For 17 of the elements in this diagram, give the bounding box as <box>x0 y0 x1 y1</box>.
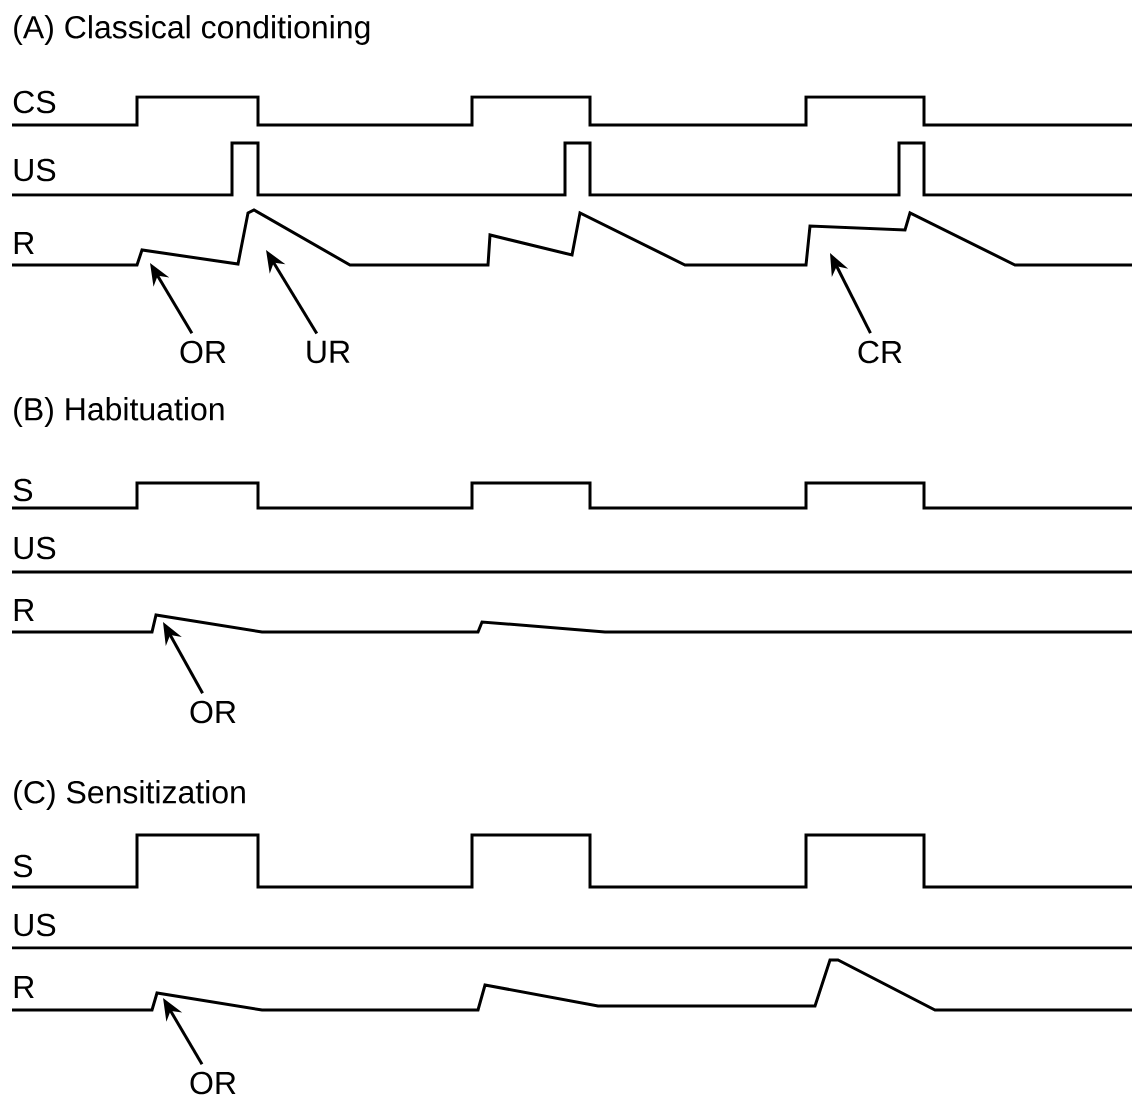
signal-label: R <box>14 232 34 254</box>
response-label: OR <box>180 340 226 364</box>
signal-label: CS <box>13 90 56 114</box>
response-label: CR <box>858 340 902 364</box>
panel-title: (C) Sensitization <box>14 780 245 810</box>
response-label: UR <box>307 340 350 364</box>
signal-label: US <box>14 158 56 182</box>
panel-title: (A) Classical conditioning <box>14 15 370 45</box>
signal-label: US <box>14 913 56 937</box>
signal-label: R <box>14 976 34 998</box>
panel-title: (B) Habituation <box>14 397 224 427</box>
signal-label: S <box>13 854 33 878</box>
signal-label: US <box>14 536 56 560</box>
signal-label: S <box>13 478 33 502</box>
response-label: OR <box>190 700 236 724</box>
signal-label: R <box>14 599 34 621</box>
response-label: OR <box>190 1071 236 1095</box>
